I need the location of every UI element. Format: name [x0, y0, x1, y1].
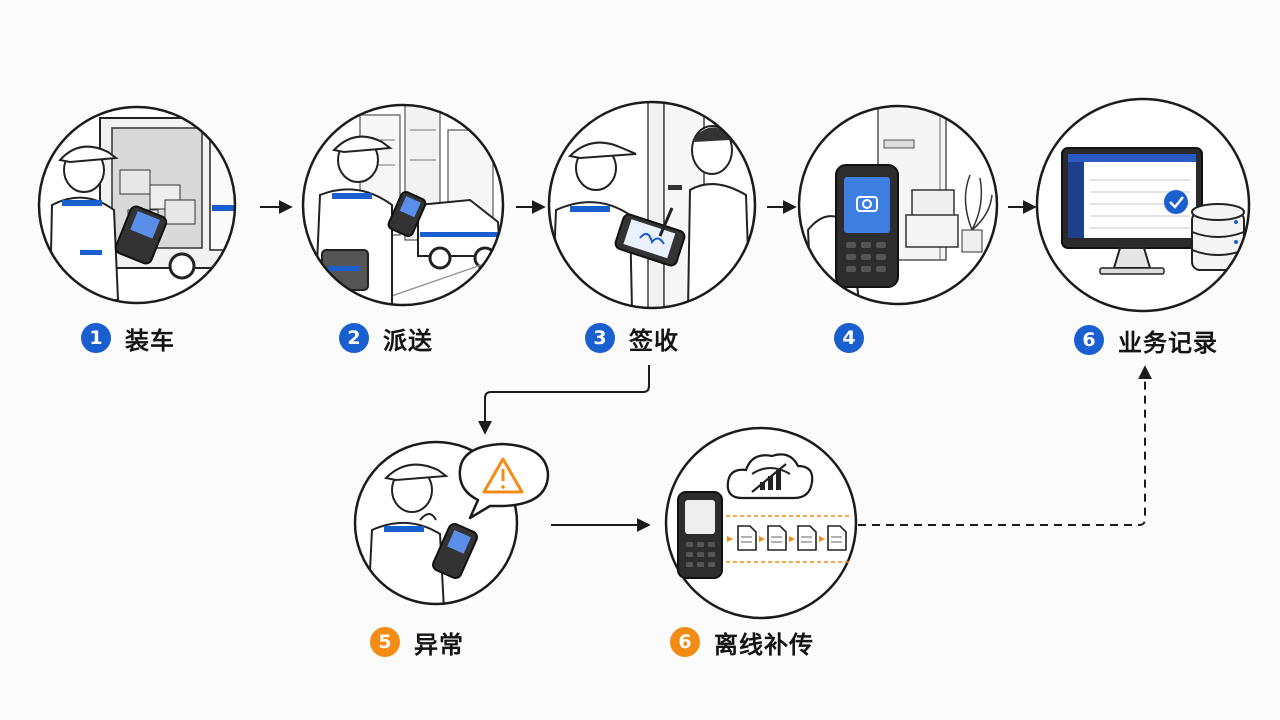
step-label-text: 装车 [125, 326, 175, 355]
step-number-badge: 6 [1074, 325, 1104, 355]
step-number-badge: 4 [834, 323, 864, 353]
scene-loading [37, 105, 237, 305]
step-label-text: 业务记录 [1118, 328, 1218, 357]
arrow-3-5 [478, 365, 650, 435]
scene-signature [547, 100, 757, 310]
step-dispatch: 2 派送 [339, 320, 433, 356]
step-label-text: 签收 [629, 326, 679, 355]
step-number-badge: 3 [585, 323, 615, 353]
scene-record [1035, 97, 1251, 313]
step-offline: 6 离线补传 [670, 624, 814, 660]
step-number-badge: 5 [370, 627, 400, 657]
step-label-text: 派送 [383, 326, 433, 355]
step-exception: 5 异常 [370, 624, 464, 660]
step-number-badge: 2 [339, 323, 369, 353]
scene-offline [664, 426, 858, 620]
flow-arrows [260, 200, 1152, 532]
arrow-6-record [858, 365, 1152, 526]
step-number-badge: 6 [670, 627, 700, 657]
step-sign: 3 签收 [585, 320, 679, 356]
scene-dispatch [301, 103, 505, 307]
step-label-text: 离线补传 [714, 630, 814, 659]
scene-photo [797, 104, 999, 306]
step-load: 1 装车 [81, 320, 175, 356]
step-record: 6 业务记录 [1074, 322, 1218, 358]
step-number-badge: 1 [81, 323, 111, 353]
step-photo: 4 [834, 320, 878, 356]
step-label-text: 异常 [414, 630, 464, 659]
scene-exception [353, 440, 550, 606]
